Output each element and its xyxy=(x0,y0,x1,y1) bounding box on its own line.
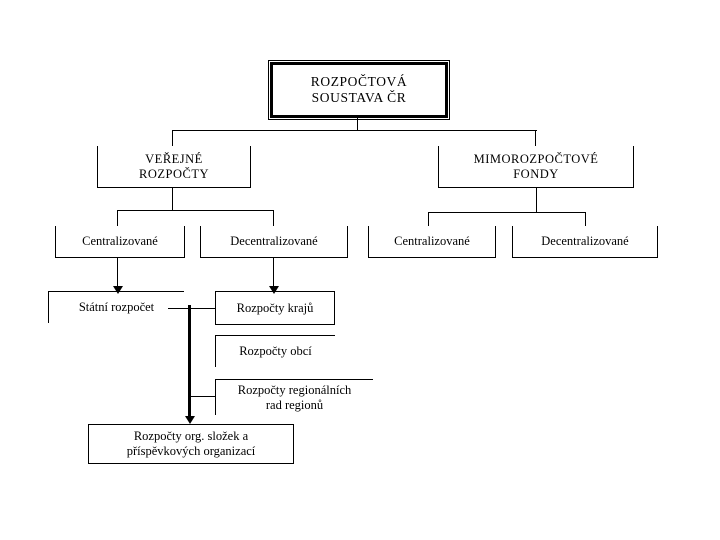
connector-arrow-shaft-regional-budgets xyxy=(273,258,275,289)
node-root-line1: ROZPOČTOVÁ xyxy=(310,74,408,90)
connector-left-sub-bus-drop-decentralized xyxy=(273,210,275,226)
connector-stub-trunk-to-regional-budgets xyxy=(190,308,216,310)
connector-stub-state-budget-to-trunk xyxy=(168,308,192,310)
node-left-centralized-label: Centralizované xyxy=(82,234,158,249)
connector-left-sub-bus xyxy=(117,210,274,212)
node-municipal-budgets-label: Rozpočty obcí xyxy=(239,344,312,359)
arrow-head-org-units-budgets xyxy=(185,416,195,424)
node-org-units-budgets-text: Rozpočty org. složek a příspěvkových org… xyxy=(89,429,293,459)
node-root-line2: SOUSTAVA ČR xyxy=(311,90,407,105)
node-extrabudgetary-funds-text: MIMOROZPOČTOVÉ FONDY xyxy=(439,152,633,182)
node-root-text: ROZPOČTOVÁ SOUSTAVA ČR xyxy=(273,74,445,106)
connector-arrow-shaft-state-budget xyxy=(117,258,119,289)
node-state-budget-label: Státní rozpočet xyxy=(78,300,155,315)
connector-right-sub-bus-drop-centralized xyxy=(428,212,430,226)
connector-right-sub-bus xyxy=(428,212,586,214)
connector-bus-to-right-branch xyxy=(535,130,537,146)
node-state-budget: Státní rozpočet xyxy=(48,291,184,323)
node-left-decentralized: Decentralizované xyxy=(200,226,348,258)
node-right-centralized-label: Centralizované xyxy=(394,234,470,249)
node-extrabudgetary-funds-line1: MIMOROZPOČTOVÉ xyxy=(473,151,599,166)
node-right-centralized: Centralizované xyxy=(368,226,496,258)
connector-right-branch-stem xyxy=(536,188,538,213)
arrow-head-regional-budgets xyxy=(269,286,279,294)
connector-left-sub-bus-drop-centralized xyxy=(117,210,119,226)
arrow-head-state-budget xyxy=(113,286,123,294)
node-regional-budgets: Rozpočty krajů xyxy=(215,291,335,325)
node-right-decentralized: Decentralizované xyxy=(512,226,658,258)
node-public-budgets: VEŘEJNÉ ROZPOČTY xyxy=(97,146,251,188)
node-extrabudgetary-funds-line2: FONDY xyxy=(513,166,559,181)
node-extrabudgetary-funds: MIMOROZPOČTOVÉ FONDY xyxy=(438,146,634,188)
connector-root-stem xyxy=(357,118,359,131)
node-public-budgets-text: VEŘEJNÉ ROZPOČTY xyxy=(98,152,250,182)
node-org-units-budgets: Rozpočty org. složek a příspěvkových org… xyxy=(88,424,294,464)
connector-main-bus xyxy=(172,130,537,132)
node-left-centralized: Centralizované xyxy=(55,226,185,258)
node-regional-council-budgets-line2: rad regionů xyxy=(265,397,324,412)
node-right-decentralized-label: Decentralizované xyxy=(541,234,629,249)
node-left-decentralized-label: Decentralizované xyxy=(230,234,318,249)
node-root-budget-system: ROZPOČTOVÁ SOUSTAVA ČR xyxy=(268,60,450,120)
node-org-units-budgets-line2: příspěvkových organizací xyxy=(126,444,256,458)
node-public-budgets-line2: ROZPOČTY xyxy=(139,166,209,181)
connector-bus-to-left-branch xyxy=(172,130,174,146)
node-municipal-budgets: Rozpočty obcí xyxy=(215,335,335,367)
connector-left-branch-stem xyxy=(172,188,174,211)
connector-right-sub-bus-drop-decentralized xyxy=(585,212,587,226)
node-regional-council-budgets: Rozpočty regionálních rad regionů xyxy=(215,379,373,415)
node-org-units-budgets-line1: Rozpočty org. složek a xyxy=(133,429,249,444)
connector-stub-trunk-to-regional-council xyxy=(190,396,216,398)
node-regional-council-budgets-line1: Rozpočty regionálních xyxy=(237,382,352,397)
node-public-budgets-line1: VEŘEJNÉ xyxy=(145,151,203,166)
node-regional-council-budgets-text: Rozpočty regionálních rad regionů xyxy=(216,383,373,413)
connector-main-trunk xyxy=(188,305,192,419)
node-regional-budgets-label: Rozpočty krajů xyxy=(236,300,314,315)
